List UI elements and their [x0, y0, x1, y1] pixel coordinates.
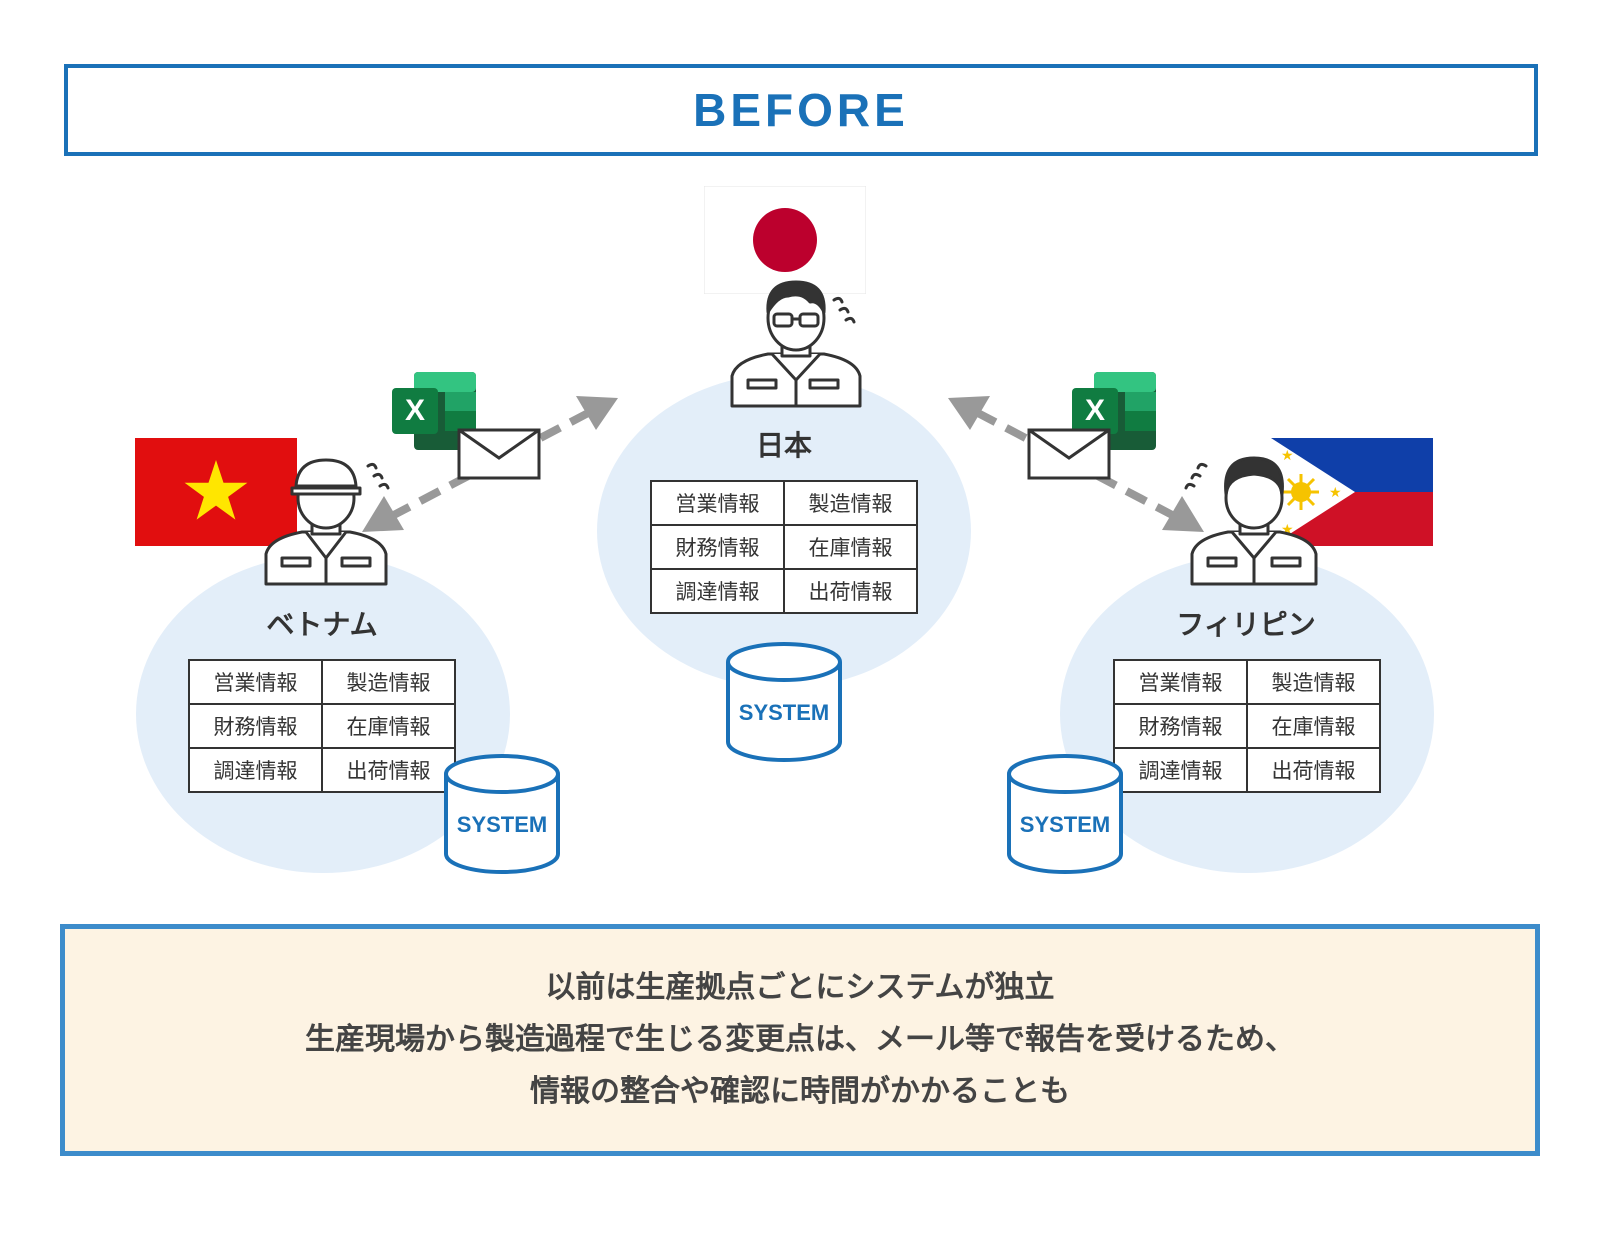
- philippines-site-name: フィリピン: [1176, 608, 1316, 641]
- vietnam-site-name: ベトナム: [266, 608, 378, 641]
- info-cell: 財務情報: [650, 524, 785, 570]
- info-cell: 製造情報: [321, 659, 456, 705]
- info-cell: 出荷情報: [321, 747, 456, 793]
- header-box: BEFORE: [64, 64, 1538, 156]
- japan-database-icon: SYSTEM: [724, 640, 844, 764]
- excel-letter: X: [404, 394, 425, 427]
- info-cell: 製造情報: [1246, 659, 1381, 705]
- info-cell: 調達情報: [1113, 747, 1248, 793]
- flag-japan-icon: [704, 186, 866, 294]
- flag-vietnam-icon: [135, 438, 297, 546]
- page-title: BEFORE: [693, 84, 909, 136]
- philippines-info-table: 営業情報 製造情報 財務情報 在庫情報 調達情報 出荷情報: [1113, 659, 1381, 793]
- vietnam-info-table: 営業情報 製造情報 財務情報 在庫情報 調達情報 出荷情報: [188, 659, 456, 793]
- worker-japan-icon: [730, 280, 862, 408]
- info-cell: 製造情報: [783, 480, 918, 526]
- info-cell: 出荷情報: [783, 568, 918, 614]
- info-cell: 営業情報: [188, 659, 323, 705]
- info-cell: 営業情報: [1113, 659, 1248, 705]
- info-cell: 財務情報: [1113, 703, 1248, 749]
- summary-line: 情報の整合や確認に時間がかかることも: [530, 1074, 1070, 1109]
- worker-vietnam-icon: [264, 458, 390, 586]
- summary-box: 以前は生産拠点ごとにシステムが独立 生産現場から製造過程で生じる変更点は、メール…: [60, 924, 1540, 1156]
- info-cell: 財務情報: [188, 703, 323, 749]
- info-cell: 調達情報: [650, 568, 785, 614]
- info-cell: 出荷情報: [1246, 747, 1381, 793]
- japan-info-table: 営業情報 製造情報 財務情報 在庫情報 調達情報 出荷情報: [650, 480, 918, 614]
- system-label: SYSTEM: [456, 812, 548, 837]
- japan-site-name: 日本: [755, 429, 812, 462]
- system-label: SYSTEM: [738, 700, 830, 725]
- flag-philippines-icon: ★ ★ ★: [1271, 438, 1433, 546]
- mail-icon-left: [457, 428, 541, 480]
- excel-letter: X: [1084, 394, 1105, 427]
- info-cell: 在庫情報: [783, 524, 918, 570]
- mail-icon-right: [1027, 428, 1111, 480]
- system-label: SYSTEM: [1019, 812, 1111, 837]
- philippines-database-icon: SYSTEM: [1005, 752, 1125, 876]
- info-cell: 在庫情報: [1246, 703, 1381, 749]
- info-cell: 在庫情報: [321, 703, 456, 749]
- worker-philippines-icon: [1184, 456, 1318, 586]
- summary-line: 生産現場から製造過程で生じる変更点は、メール等で報告を受けるため、: [305, 1022, 1295, 1057]
- vietnam-database-icon: SYSTEM: [442, 752, 562, 876]
- summary-line: 以前は生産拠点ごとにシステムが独立: [545, 970, 1055, 1005]
- info-cell: 営業情報: [650, 480, 785, 526]
- svg-text:★: ★: [1281, 448, 1294, 464]
- info-cell: 調達情報: [188, 747, 323, 793]
- svg-text:★: ★: [1329, 485, 1342, 501]
